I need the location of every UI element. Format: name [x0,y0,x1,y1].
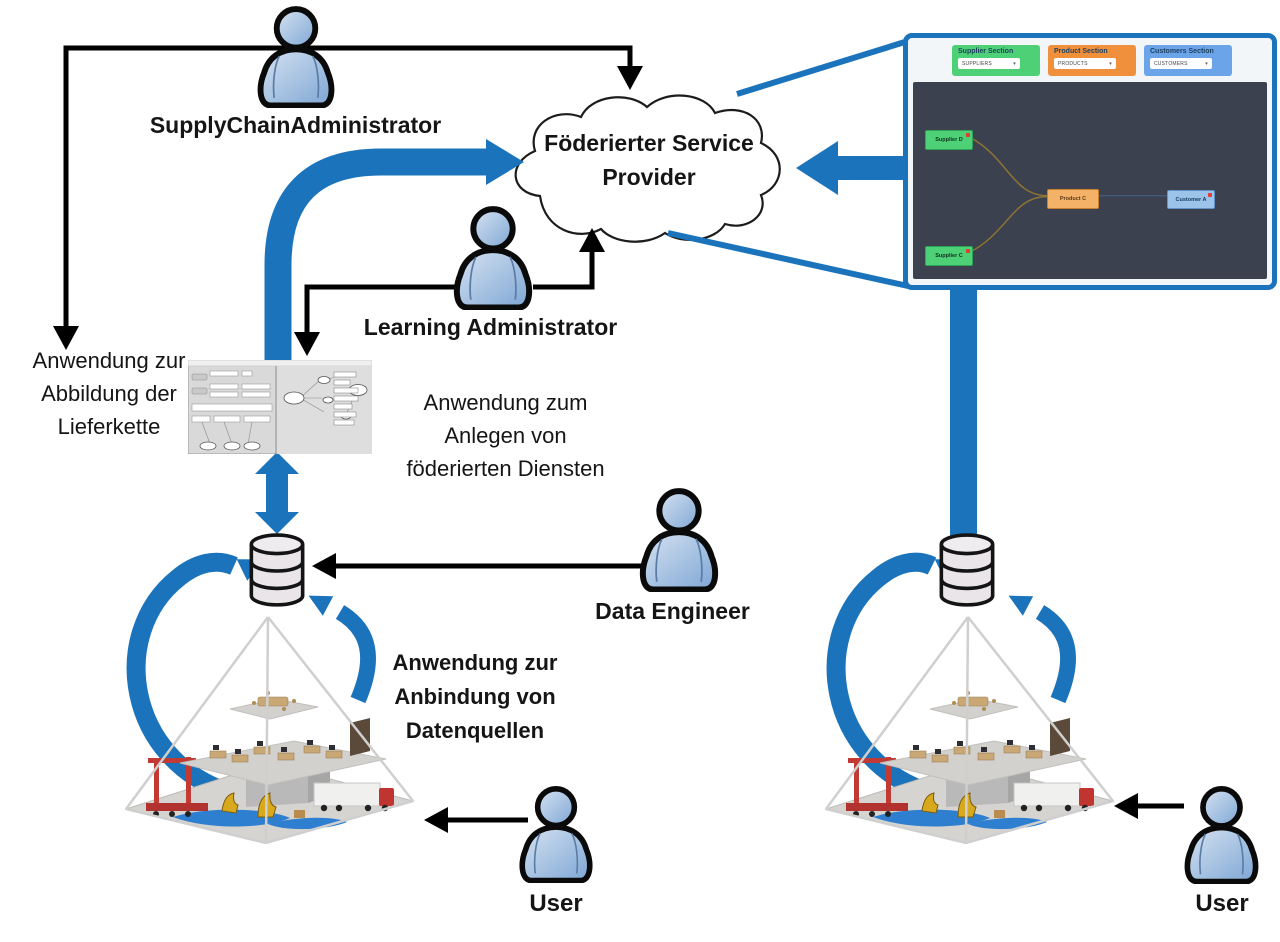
cloud-label: Föderierter Service Provider [513,126,785,194]
chevron-down-icon: ▾ [1109,60,1112,67]
user-right-icon [1181,784,1262,884]
graph-node-supplier-d[interactable]: Supplier D [925,130,973,150]
app-connect-line3: Datenquellen [405,718,545,743]
graph-edges [970,137,1167,253]
product-dropdown-value: PRODUCTS [1058,60,1088,67]
app-to-cloud-curve [264,148,488,370]
graph-node-customer-a[interactable]: Customer A [1167,190,1215,209]
chevron-down-icon: ▾ [1205,60,1208,67]
customers-dropdown-value: CUSTOMERS [1154,60,1188,67]
customers-dropdown[interactable]: CUSTOMERS ▾ [1150,58,1212,69]
graph-node-label: Customer A [1175,196,1207,203]
chevron-down-icon: ▾ [1013,60,1016,67]
app-database-double-arrow [255,452,299,534]
data-engineer-icon [636,486,722,592]
right-pyramid-small-curve [1035,605,1077,704]
customers-section-title: Customers Section [1150,48,1214,55]
notification-dot-icon [966,133,970,137]
la-right-connector [533,242,595,290]
panel-to-database-pipe [950,287,977,537]
panel-to-cloud-arrow [796,141,906,195]
graph-node-supplier-c[interactable]: Supplier C [925,246,973,266]
graph-node-product-c[interactable]: Product C [1047,189,1099,209]
projection-lines [667,38,909,289]
app-to-cloud-arrowhead [486,139,524,185]
app-create-line1: Anwendung zum [423,390,588,415]
user-right-label: User [1195,890,1249,917]
app-create-line3: föderierten Diensten [406,456,605,481]
supplier-dropdown[interactable]: SUPPLIERS ▾ [958,58,1020,69]
sca-connector [63,45,633,336]
database-left-icon [249,533,305,607]
supply-chain-admin-icon [254,4,338,108]
app-mapping-line2: Abbildung der [41,381,177,406]
product-section-box: Product Section PRODUCTS ▾ [1048,45,1136,76]
supply-chain-app-screenshot [188,360,372,454]
product-section-title: Product Section [1054,48,1108,55]
product-dropdown[interactable]: PRODUCTS ▾ [1054,58,1116,69]
supplier-section-box: Supplier Section SUPPLIERS ▾ [952,45,1040,76]
app-connect-label: Anwendung zur Anbindung von Datenquellen [366,646,584,748]
app-mapping-line3: Lieferkette [57,414,161,439]
app-create-line2: Anlegen von [444,423,567,448]
user-left-label: User [529,890,583,917]
factory-pyramid-right-image [824,615,1115,845]
learning-admin-label: Learning Administrator [363,314,618,340]
learning-admin-icon [450,204,536,310]
notification-dot-icon [1208,193,1212,197]
cloud-label-line2: Provider [602,164,696,190]
federated-service-panel: Supplier Section SUPPLIERS ▾ Product Sec… [903,33,1277,290]
database-right-icon [939,533,995,607]
supplier-dropdown-value: SUPPLIERS [962,60,992,67]
black-connectors [53,45,1184,833]
customers-section-box: Customers Section CUSTOMERS ▾ [1144,45,1232,76]
app-connect-line1: Anwendung zur [392,650,558,675]
graph-node-label: Product C [1059,196,1087,202]
cloud-shape [514,94,781,243]
app-connect-line2: Anbindung von [394,684,556,709]
notification-dot-icon [966,249,970,253]
user-left-icon [516,784,596,883]
panel-header: Supplier Section SUPPLIERS ▾ Product Sec… [908,38,1272,80]
data-engineer-label: Data Engineer [595,598,750,624]
app-mapping-label: Anwendung zur Abbildung der Lieferkette [2,344,216,443]
supplier-section-title: Supplier Section [958,48,1014,55]
app-mapping-line1: Anwendung zur [32,348,186,373]
graph-node-label: Supplier C [935,253,963,259]
cloud-label-line1: Föderierter Service [544,130,754,156]
graph-node-label: Supplier D [935,137,963,143]
app-create-label: Anwendung zum Anlegen von föderierten Di… [368,386,643,485]
left-pyramid-small-curve [335,605,377,704]
supply-chain-admin-label: SupplyChainAdministrator [149,112,442,138]
supply-chain-graph-canvas: Supplier D Supplier C Product C Customer… [913,82,1267,279]
la-left-connector [304,284,455,342]
